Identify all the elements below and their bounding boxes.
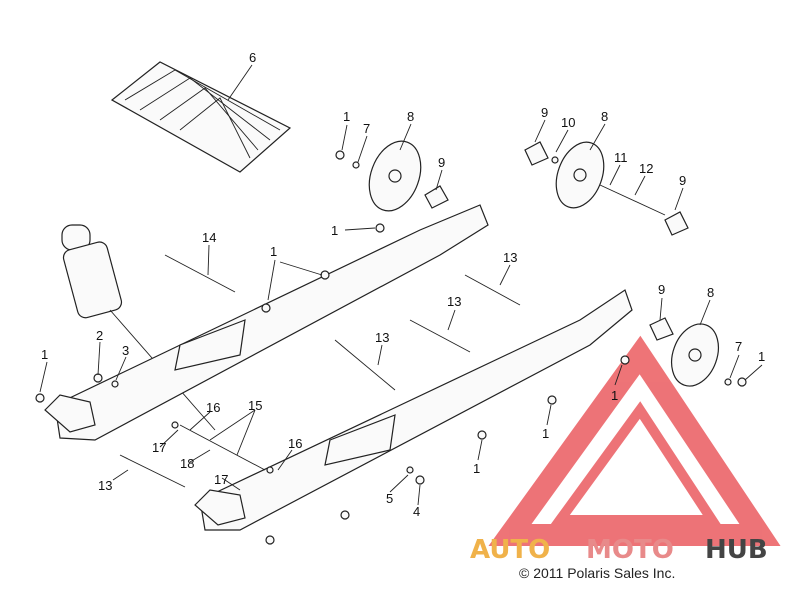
callout-7-b: 7 bbox=[735, 339, 742, 354]
callout-15: 15 bbox=[248, 398, 262, 413]
callout-9-c: 9 bbox=[679, 173, 686, 188]
callout-8-b: 8 bbox=[601, 109, 608, 124]
callout-14: 14 bbox=[202, 230, 216, 245]
callout-13-a: 13 bbox=[503, 250, 517, 265]
callout-7-a: 7 bbox=[363, 121, 370, 136]
callout-2: 2 bbox=[96, 328, 103, 343]
callout-5: 5 bbox=[386, 491, 393, 506]
leader-lines bbox=[39, 64, 763, 506]
callout-18: 18 bbox=[180, 456, 194, 471]
watermark-word-hub: HUB bbox=[705, 535, 768, 565]
callout-1-h: 1 bbox=[473, 461, 480, 476]
callout-13-b: 13 bbox=[447, 294, 461, 309]
callout-13-d: 13 bbox=[98, 478, 112, 493]
callout-6: 6 bbox=[249, 50, 256, 65]
callout-4: 4 bbox=[413, 504, 420, 519]
callout-17-b: 17 bbox=[214, 472, 228, 487]
callout-8-a: 8 bbox=[407, 109, 414, 124]
part-cross-shafts bbox=[119, 274, 521, 488]
callout-labels: 1 1 1 1 1 1 1 1 1 1 2 3 4 5 6 7 7 8 8 8 … bbox=[41, 50, 765, 519]
part-bushings bbox=[424, 141, 689, 341]
callout-8-c: 8 bbox=[707, 285, 714, 300]
callout-1-g: 1 bbox=[542, 426, 549, 441]
callout-1-a: 1 bbox=[343, 109, 350, 124]
watermark-logo-icon bbox=[488, 335, 781, 546]
part-hardware bbox=[35, 150, 747, 545]
part-idler-wheel-top-right bbox=[555, 141, 666, 216]
part-bumper-grid bbox=[110, 61, 292, 173]
callout-9-d: 9 bbox=[658, 282, 665, 297]
watermark-word-moto: MOTO bbox=[586, 535, 674, 565]
callout-16-b: 16 bbox=[288, 436, 302, 451]
part-shock-absorber bbox=[61, 224, 216, 431]
callout-1-c: 1 bbox=[270, 244, 277, 259]
watermark-text: AUTO MOTO HUB bbox=[470, 535, 768, 565]
callout-10: 10 bbox=[561, 115, 575, 130]
callout-3: 3 bbox=[122, 343, 129, 358]
callout-13-c: 13 bbox=[375, 330, 389, 345]
callout-1-e: 1 bbox=[758, 349, 765, 364]
part-idler-wheel-top-left bbox=[368, 140, 422, 212]
callout-1-f: 1 bbox=[611, 388, 618, 403]
part-shaft-assembly bbox=[164, 254, 266, 471]
callout-17-a: 17 bbox=[152, 440, 166, 455]
watermark-word-auto: AUTO bbox=[470, 535, 550, 565]
callout-12: 12 bbox=[639, 161, 653, 176]
callout-9-b: 9 bbox=[541, 105, 548, 120]
part-left-rail bbox=[44, 204, 489, 441]
part-right-rail bbox=[194, 289, 633, 531]
callout-11: 11 bbox=[614, 150, 628, 165]
copyright-text: © 2011 Polaris Sales Inc. bbox=[519, 565, 676, 581]
callout-1-b: 1 bbox=[331, 223, 338, 238]
callout-16-a: 16 bbox=[206, 400, 220, 415]
callout-1-d: 1 bbox=[41, 347, 48, 362]
part-idler-wheel-right bbox=[671, 323, 719, 387]
callout-9-a: 9 bbox=[438, 155, 445, 170]
